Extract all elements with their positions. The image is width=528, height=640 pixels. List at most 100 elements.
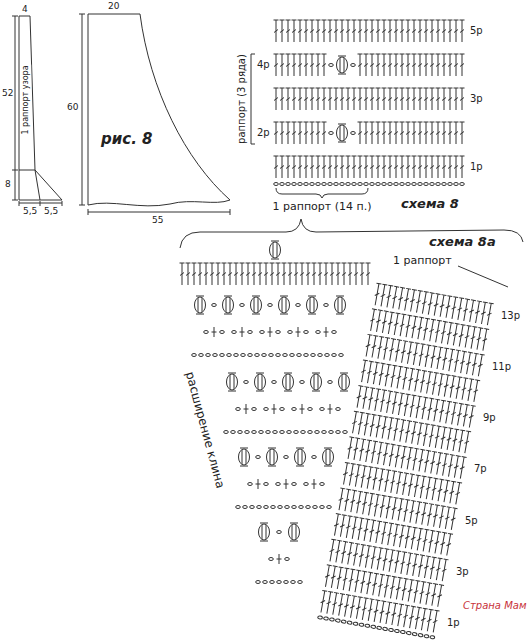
stitch-stroke bbox=[441, 542, 445, 546]
stitch-stroke bbox=[310, 156, 315, 157]
stitch-stroke bbox=[400, 54, 405, 55]
stitch-stroke bbox=[424, 54, 429, 55]
stitch-stroke bbox=[386, 497, 390, 519]
double-crochet bbox=[399, 341, 408, 364]
stitch-stroke bbox=[412, 64, 416, 67]
stitch-stroke bbox=[377, 548, 381, 570]
stitch-stroke bbox=[363, 359, 368, 361]
stitch-stroke bbox=[351, 491, 355, 513]
stitch-stroke bbox=[367, 582, 371, 586]
stitch-stroke bbox=[401, 525, 406, 527]
stitch-stroke bbox=[392, 603, 396, 625]
stitch-stroke bbox=[292, 54, 297, 55]
stitch-stroke bbox=[425, 423, 430, 425]
dimension-line bbox=[79, 14, 85, 205]
stitch-stroke bbox=[400, 392, 405, 394]
stitch-stroke bbox=[396, 312, 401, 314]
chain-stitch bbox=[336, 431, 341, 434]
stitch-stroke bbox=[370, 88, 375, 89]
stitch-stroke bbox=[378, 584, 382, 588]
double-crochet bbox=[375, 442, 384, 465]
stitch-stroke bbox=[392, 612, 396, 616]
stitch-stroke bbox=[436, 531, 441, 533]
double-crochet bbox=[318, 263, 323, 285]
stitch-stroke bbox=[401, 561, 405, 565]
stitch-stroke bbox=[372, 414, 377, 416]
stitch-stroke bbox=[467, 353, 471, 375]
double-crochet bbox=[274, 156, 279, 178]
chain-stitch bbox=[376, 183, 381, 186]
double-crochet bbox=[460, 122, 465, 144]
stitch-stroke bbox=[391, 338, 396, 340]
stitch-stroke bbox=[400, 429, 404, 433]
stitch-stroke bbox=[393, 602, 398, 604]
stitch-stroke bbox=[429, 398, 434, 400]
double-crochet bbox=[394, 20, 399, 42]
puff-stitch bbox=[283, 373, 294, 391]
stitch-stroke bbox=[398, 393, 402, 415]
stitch-stroke bbox=[346, 20, 351, 21]
puff-stitch bbox=[295, 448, 306, 466]
stitch-stroke bbox=[436, 166, 440, 169]
double-crochet bbox=[180, 263, 185, 285]
stitch-stroke bbox=[342, 298, 343, 312]
stitch-stroke bbox=[398, 508, 402, 512]
stitch-stroke bbox=[310, 30, 314, 33]
stitch-stroke bbox=[380, 468, 385, 470]
stitch-stroke bbox=[337, 57, 348, 73]
double-crochet bbox=[228, 263, 233, 285]
stitch-stroke bbox=[418, 132, 422, 135]
stitch-stroke bbox=[395, 446, 399, 468]
stitch-stroke bbox=[210, 263, 215, 264]
stitch-stroke bbox=[361, 581, 365, 585]
stitch-stroke bbox=[427, 582, 432, 584]
chain-stitch bbox=[412, 632, 417, 636]
double-crochet bbox=[382, 156, 387, 178]
stitch-stroke bbox=[430, 132, 434, 135]
stitch-stroke bbox=[338, 142, 346, 143]
single-crochet bbox=[244, 404, 249, 414]
stitch-stroke bbox=[337, 125, 348, 141]
stitch-stroke bbox=[368, 599, 372, 621]
double-crochet bbox=[394, 472, 403, 495]
stitch-stroke bbox=[448, 156, 453, 157]
chain-stitch bbox=[243, 506, 248, 509]
double-crochet bbox=[393, 340, 402, 363]
stitch-stroke bbox=[443, 426, 448, 428]
chain-stitch bbox=[220, 331, 225, 334]
stitch-stroke bbox=[286, 298, 287, 312]
stitch-stroke bbox=[442, 122, 447, 123]
stitch-stroke bbox=[409, 341, 414, 343]
stitch-stroke bbox=[399, 535, 403, 539]
stitch-stroke bbox=[410, 395, 414, 417]
chain-stitch bbox=[364, 183, 369, 186]
double-crochet bbox=[395, 366, 404, 389]
stitch-stroke bbox=[402, 579, 406, 601]
stitch-stroke bbox=[338, 603, 342, 607]
stitch-stroke bbox=[282, 298, 283, 312]
stitch-stroke bbox=[400, 88, 405, 89]
double-crochet bbox=[458, 351, 467, 374]
stitch-stroke bbox=[310, 122, 315, 123]
stitch-stroke bbox=[380, 601, 384, 623]
chain-stitch bbox=[259, 431, 264, 434]
stitch-stroke bbox=[418, 30, 422, 33]
chain-stitch bbox=[316, 331, 321, 334]
stitch-stroke bbox=[432, 478, 436, 500]
double-crochet bbox=[340, 156, 345, 178]
double-crochet bbox=[292, 88, 297, 110]
double-crochet bbox=[366, 493, 375, 516]
double-crochet bbox=[333, 540, 342, 563]
stitch-stroke bbox=[451, 481, 456, 483]
stitch-stroke bbox=[334, 20, 339, 21]
stitch-stroke bbox=[298, 166, 302, 169]
double-crochet bbox=[388, 54, 393, 76]
double-crochet bbox=[369, 441, 378, 464]
stitch-stroke bbox=[436, 88, 441, 89]
stitch-stroke bbox=[432, 345, 437, 347]
stitch-stroke bbox=[298, 122, 303, 123]
puff-stitch bbox=[289, 523, 300, 541]
stitch-stroke bbox=[332, 602, 336, 606]
stitch-stroke bbox=[286, 132, 290, 135]
stitch-stroke bbox=[480, 354, 485, 356]
